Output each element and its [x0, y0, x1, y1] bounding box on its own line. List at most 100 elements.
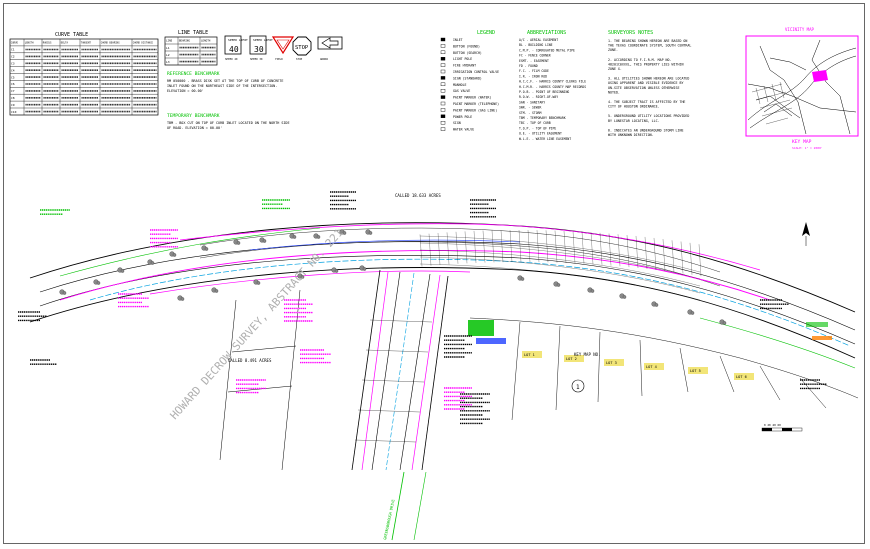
vicinity-map: VICINITY MAP KEY MAP SCALE: 1" = 2000' — [745, 27, 859, 150]
legend-item: FIRE HYDRANT — [453, 64, 476, 68]
key-map-heading: KEY MAP — [792, 139, 812, 145]
svg-text:STOP: STOP — [296, 57, 303, 61]
abbreviation-item: I.R. - IRON ROD — [519, 74, 547, 78]
abbreviation-item: R.O.W. - RIGHT-OF-WAY — [519, 95, 558, 99]
curve-table-cell: C10 — [11, 110, 17, 114]
speed-limit-30-sign: SPEED LIMIT 30 — [249, 35, 273, 55]
road-corridor — [29, 222, 856, 369]
sign-legend: SPEED LIMIT 40 SPEED LIMIT 30 STOP — [224, 35, 343, 61]
legend-item: LIGHT POLE — [453, 57, 472, 61]
legend-symbol-icon — [440, 44, 446, 48]
abbreviation-item: C.M.P. - CORRUGATED METAL PIPE — [519, 48, 575, 52]
line-table-header: LENGTH — [201, 39, 211, 43]
svg-text:30: 30 — [254, 45, 264, 54]
surveyor-note: ON-SITE OBSERVATION UNLESS OTHERWISE — [608, 86, 679, 90]
legend-symbol-icon — [440, 82, 446, 87]
lot-label: LOT 6 — [736, 375, 747, 379]
svg-text:SPEED 30: SPEED 30 — [250, 57, 263, 61]
legend-item: WATER VALVE — [453, 128, 474, 132]
surveyor-note: CITY OF HOUSTON ORDINANCE. — [608, 105, 660, 109]
surveyor-note: 3. ALL UTILITIES SHOWN HEREON ARE LOCATE… — [608, 77, 689, 81]
surveyor-note: 48201C0XXXL, THIS PROPERTY LIES WITHIN — [608, 62, 683, 66]
parcel-number-marker: 1 — [571, 379, 585, 393]
direction-arrow-sign-icon — [317, 36, 343, 50]
yield-sign-icon — [271, 36, 295, 55]
lot-label: LOT 5 — [690, 369, 701, 373]
legend-symbol-icon — [440, 50, 446, 54]
curve-table-header: RADIUS — [43, 42, 52, 45]
vicinity-map-heading: VICINITY MAP — [785, 27, 814, 32]
lot-label: LOT 4 — [646, 365, 657, 369]
surveyor-note: ZONE X. — [608, 67, 622, 71]
legend-symbol-icon — [440, 114, 446, 119]
abbreviation-item: A/C - AERIAL EASEMENT — [519, 38, 558, 42]
called-acres-south: CALLED 8.491 ACRES — [228, 358, 272, 363]
surveyor-note: 4. THE SUBJECT TRACT IS AFFECTED BY THE — [608, 100, 685, 104]
surveyor-note: ZONE. — [608, 48, 618, 52]
line-table-header: LINE — [166, 39, 173, 43]
surveyor-note: 5. UNDERGROUND UTILITY LOCATIONS PROVIDE… — [608, 114, 689, 118]
legend-item: POWER POLE — [453, 115, 472, 119]
curve-table-cell: C9 — [11, 103, 15, 107]
curve-table-header: CHORD DISTANCE — [133, 42, 154, 45]
abbreviation-item: H.C.C.F. - HARRIS COUNTY CLERKS FILE — [519, 80, 586, 84]
curve-table-cell: C1 — [11, 48, 15, 52]
legend-item: SIGN — [453, 121, 461, 125]
speed-limit-40-sign: SPEED LIMIT 40 — [224, 35, 248, 55]
abbreviation-item: SAN - SANITARY — [519, 100, 545, 104]
called-acres-north: CALLED 18.633 ACRES — [395, 193, 441, 198]
curve-table-title: CURVE TABLE — [55, 32, 88, 38]
abbreviation-item: W.L.E. - WATER LINE EASEMENT — [519, 137, 571, 141]
project-location-marker — [812, 70, 828, 82]
temporary-benchmark-heading: TEMPORARY BENCHMARK — [167, 113, 220, 119]
surveyor-note: NOTED. — [608, 90, 620, 94]
curve-table-header: LENGTH — [25, 42, 34, 45]
svg-text:SPEED LIMIT: SPEED LIMIT — [228, 38, 248, 42]
legend-symbol-icon — [440, 101, 446, 106]
abbreviation-item: TBC - TOP OF CURB — [519, 121, 551, 125]
svg-text:1: 1 — [576, 384, 580, 391]
lot-label: LOT 1 — [524, 353, 535, 357]
abbreviation-item: H.C.M.R. - HARRIS COUNTY MAP RECORDS — [519, 85, 586, 89]
legend-item: BUTTON (FOUND) — [453, 44, 480, 48]
legend-item: PAINT MARKER (GAS LINE) — [453, 108, 497, 112]
svg-text:YIELD: YIELD — [275, 57, 283, 61]
pavement-grid — [419, 229, 702, 301]
legend-symbol-icon — [440, 127, 446, 131]
legend-item: MANHOLE — [453, 83, 467, 87]
surveyor-note: USING APPARENT AND VISIBLE EVIDENCE BY — [608, 81, 683, 85]
abbreviation-item: P.O.B. - POINT OF BEGINNING — [519, 90, 569, 94]
surveyor-note: WITH UNKNOWN DIRECTION. — [608, 133, 654, 137]
line-table-cell: L1 — [166, 46, 170, 50]
legend-heading: LEGEND — [477, 30, 495, 36]
lot-label: LOT 2 — [566, 357, 577, 361]
curve-table-header: CHORD BEARING — [101, 42, 120, 45]
abbreviation-item: T.O.P. - TOP OF PIPE — [519, 126, 556, 130]
abstract-label: HOWARD DECROW SURVEY, ABSTRACT NO. 221 — [168, 226, 346, 422]
abbreviation-item: TBM - TEMPORARY BENCHMARK — [519, 116, 566, 120]
legend-symbol-icon — [440, 37, 446, 42]
surveyor-note: 6. INDICATES AN UNDERGROUND STORM LINE — [608, 128, 683, 132]
abbreviation-item: FC - FENCE CORNER — [519, 54, 551, 58]
legend-symbol-icon — [440, 108, 446, 112]
legend-symbol-icon — [440, 63, 446, 67]
surveyors-notes: SURVEYORS NOTES 1. THE BEARING SHOWN HER… — [608, 30, 691, 137]
colored-annotations — [468, 320, 832, 344]
svg-text:0 20 40 60: 0 20 40 60 — [764, 423, 781, 427]
key-map-label: KEY MAP NO. — [574, 352, 601, 357]
curve-table-cell: C3 — [11, 62, 15, 66]
surveyor-note: 1. THE BEARING SHOWN HEREON ARE BASED ON — [608, 39, 687, 43]
tree-symbols — [59, 229, 727, 325]
line-table-title: LINE TABLE — [178, 30, 208, 36]
svg-text:ARROW: ARROW — [320, 57, 328, 61]
legend-item: INLET — [453, 38, 463, 42]
curve-table-header: TANGENT — [81, 42, 92, 45]
surveyor-note: THE TEXAS COORDINATE SYSTEM, SOUTH CENTR… — [608, 44, 691, 48]
stop-sign-icon: STOP — [292, 36, 312, 56]
abbreviation-item: F.C. - FILM CODE — [519, 69, 549, 73]
reference-benchmark-heading: REFERENCE BENCHMARK — [167, 71, 220, 77]
